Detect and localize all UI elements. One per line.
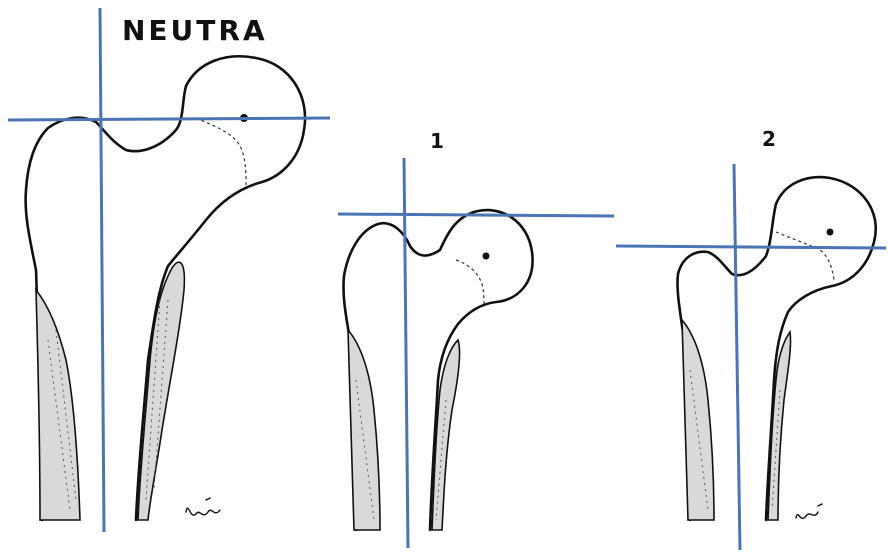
femur-head-growth-line	[196, 118, 246, 186]
femur-head-growth-line	[776, 232, 834, 280]
horizontal-reference-line	[338, 214, 614, 216]
femur-2: 2	[616, 127, 886, 550]
femur-cortex-lateral	[36, 290, 80, 520]
horizontal-reference-line	[8, 118, 330, 120]
figure-label-2: 2	[762, 127, 776, 151]
figure-label-neutra: NEUTRA	[122, 14, 268, 47]
femur-neutra: NEUTRA	[8, 8, 330, 532]
figure-label-1: 1	[430, 129, 444, 153]
femur-cortex-lateral	[348, 330, 380, 530]
vertical-reference-line	[734, 164, 740, 550]
femur-cortex-lateral	[682, 320, 714, 520]
femur-cortex-medial	[432, 340, 460, 530]
vertical-reference-line	[404, 158, 408, 548]
femur-head-growth-line	[456, 260, 484, 304]
femur-head-center	[483, 253, 490, 260]
femur-1: 1	[338, 129, 614, 548]
femur-head-center	[827, 229, 834, 236]
artist-signature	[186, 498, 220, 515]
vertical-reference-line	[100, 8, 104, 532]
horizontal-reference-line	[616, 246, 886, 248]
artist-signature	[796, 504, 822, 518]
